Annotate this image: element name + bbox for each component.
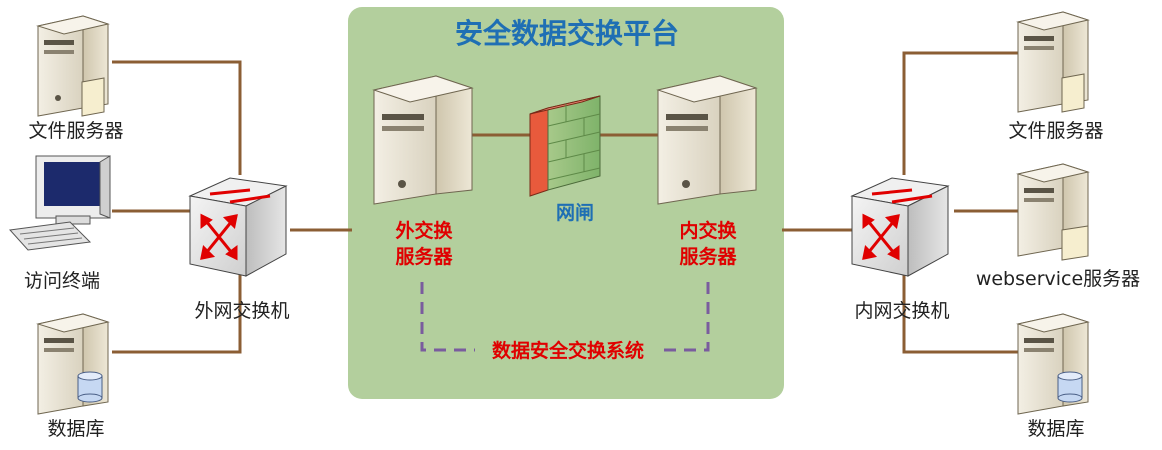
link-left-database: [112, 268, 242, 354]
inner-switch-label: 内网交换机: [854, 300, 950, 322]
right-file-server-icon: [1016, 11, 1090, 113]
right-file-server-label: 文件服务器: [1008, 120, 1104, 142]
right-webservice-server-icon: [1016, 163, 1090, 261]
inner-switch-icon: [850, 177, 950, 277]
exchange-system-label: 数据安全交换系统: [491, 340, 645, 362]
inner-server-label-line2: 服务器: [679, 246, 737, 268]
link-right-file-server: [902, 51, 1018, 175]
left-file-server-icon: [36, 15, 110, 117]
gatekeeper-label: 网闸: [555, 202, 595, 224]
links: [112, 51, 1018, 354]
platform-title: 安全数据交换平台: [454, 17, 680, 50]
left-file-server-label: 文件服务器: [28, 120, 124, 142]
left-database-label: 数据库: [47, 418, 105, 440]
outer-server-label-line2: 服务器: [395, 246, 453, 268]
outer-server-label-line1: 外交换: [395, 220, 453, 242]
inner-server-label-line1: 内交换: [679, 220, 737, 242]
gatekeeper-firewall-icon: [529, 95, 601, 197]
link-left-file-server: [112, 60, 242, 175]
left-terminal-label: 访问终端: [23, 270, 101, 292]
left-terminal-icon: [8, 155, 111, 251]
outer-exchange-server-icon: [372, 75, 474, 205]
outer-switch-label: 外网交换机: [194, 300, 290, 322]
exchange-system-bracket: [420, 282, 710, 352]
right-database-icon: [1016, 313, 1090, 415]
outer-switch-icon: [188, 177, 288, 277]
right-webservice-label: webservice服务器: [975, 268, 1141, 290]
right-database-label: 数据库: [1027, 418, 1085, 440]
inner-exchange-server-icon: [656, 75, 758, 205]
link-right-database: [902, 268, 1018, 354]
left-database-icon: [36, 313, 110, 415]
